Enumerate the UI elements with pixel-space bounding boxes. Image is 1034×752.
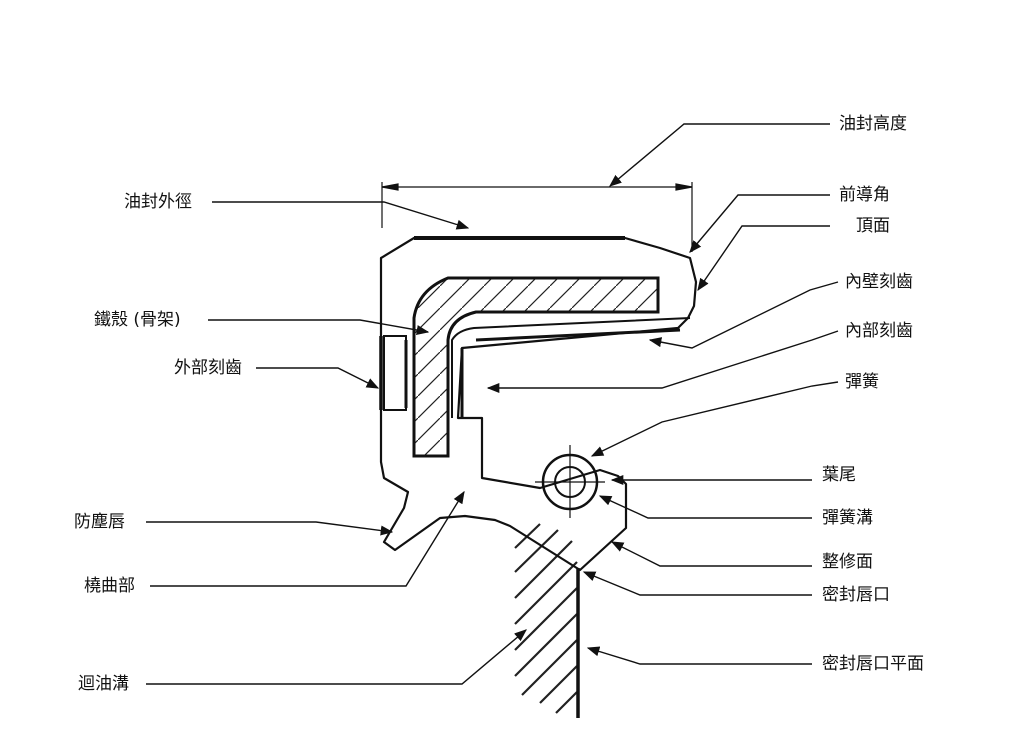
label-spring: 彈簧 (845, 372, 879, 392)
label-trim-face: 整修面 (822, 552, 873, 572)
metal-case (412, 276, 660, 458)
leader-lines (146, 123, 839, 685)
label-spring-groove: 彈簧溝 (822, 508, 873, 528)
label-inner-wall-teeth: 內壁刻齒 (845, 272, 913, 292)
seal-height-dimension (381, 182, 693, 252)
label-inner-teeth: 內部刻齒 (845, 321, 913, 341)
label-oil-return-groove: 迴油溝 (78, 674, 129, 694)
inner-wall-line (451, 317, 691, 418)
label-seal-od: 油封外徑 (124, 192, 192, 212)
label-seal-lip-flat: 密封唇口平面 (822, 654, 924, 674)
label-top-face: 頂面 (856, 216, 890, 236)
shaft-hatching (514, 523, 578, 714)
label-seal-height: 油封高度 (839, 114, 907, 134)
spring (535, 445, 605, 518)
label-flex-section: 橈曲部 (84, 576, 135, 596)
inner-wall-teeth-line (475, 328, 681, 342)
label-front-chamfer: 前導角 (839, 185, 890, 205)
label-outer-teeth: 外部刻齒 (174, 358, 242, 378)
outer-teeth-strip (383, 335, 407, 411)
label-seal-lip-edge: 密封唇口 (822, 585, 890, 605)
label-leaf-tail: 葉尾 (822, 465, 856, 485)
label-metal-case: 鐵殼 (骨架) (94, 310, 181, 330)
label-dust-lip: 防塵唇 (74, 512, 125, 532)
